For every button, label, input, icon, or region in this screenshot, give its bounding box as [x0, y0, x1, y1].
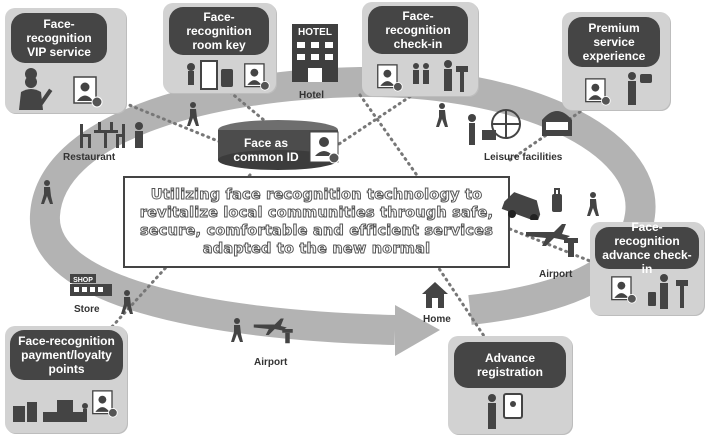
- face-scan-icon: [73, 76, 103, 108]
- mission-statement-banner: Utilizing face recognition technology to…: [123, 176, 510, 268]
- leisure-facilities-icon: [468, 109, 572, 145]
- hotel-sign: HOTEL: [298, 27, 332, 38]
- place-airport-bottom: Airport: [254, 357, 288, 368]
- walking-person-icon: [587, 192, 599, 216]
- banner-line1: Utilizing face recognition technology to: [150, 187, 483, 204]
- checkin-line2: recognition: [385, 23, 451, 37]
- hub-label: Face as common ID: [216, 136, 316, 164]
- payment-line2: payment/loyalty: [21, 348, 112, 362]
- registration-line1: Advance: [484, 351, 535, 365]
- banner-line4: adapted to the new normal: [202, 241, 431, 258]
- hub-label-line1: Face as: [243, 136, 289, 150]
- face-scan-icon: [92, 390, 118, 418]
- shop-sign: SHOP: [73, 277, 93, 284]
- face-scan-icon: [585, 78, 611, 106]
- banner-line2: revitalize local communities through saf…: [139, 205, 494, 222]
- vip-line1: Face-: [43, 17, 75, 31]
- vip-line3: VIP service: [27, 45, 91, 59]
- advance-checkin-line2: advance check-: [602, 248, 692, 262]
- premium-line3: experience: [582, 49, 646, 63]
- registration-line2: registration: [476, 365, 543, 379]
- walking-person-icon: [121, 290, 133, 314]
- hotel-building-icon: HOTEL: [292, 24, 338, 82]
- face-scan-icon: [611, 276, 637, 304]
- place-store: Store: [74, 304, 100, 315]
- place-leisure-facilities: Leisure facilities: [484, 152, 563, 163]
- car-icon: [501, 192, 541, 220]
- face-id-database-icon: [218, 120, 340, 170]
- door-access-icon: [187, 60, 233, 90]
- luggage-icon: [552, 188, 562, 212]
- place-restaurant: Restaurant: [63, 152, 116, 163]
- walking-person-icon: [436, 103, 448, 127]
- place-home: Home: [423, 314, 451, 325]
- photo-guest-icon: [628, 72, 652, 105]
- banner-line3: secure, comfortable and efficient servic…: [139, 223, 494, 240]
- face-scan-icon: [377, 64, 403, 92]
- airplane-tower-icon: [253, 318, 293, 344]
- advance-checkin-line1: Face-recognition: [614, 220, 680, 248]
- premium-line1: Premium: [588, 21, 640, 35]
- place-airport-right: Airport: [539, 269, 573, 280]
- room-key-line2: recognition: [186, 24, 252, 38]
- place-hotel: Hotel: [299, 90, 324, 101]
- walking-person-icon: [41, 180, 53, 204]
- checkin-line1: Face-: [402, 9, 434, 23]
- room-key-line3: room key: [192, 38, 246, 52]
- vip-line2: recognition: [26, 31, 92, 45]
- walking-person-icon: [187, 102, 199, 126]
- home-icon: [422, 282, 448, 308]
- payment-line1: Face-recognition: [18, 334, 115, 348]
- guests-queue-icon: [413, 60, 468, 92]
- traveler-kiosk-icon: [648, 274, 688, 309]
- store-building-icon: SHOP: [70, 274, 112, 296]
- chef-icon: [19, 68, 53, 110]
- room-key-line1: Face-: [203, 10, 235, 24]
- smartphone-user-icon: [488, 393, 523, 429]
- face-scan-icon: [244, 63, 270, 91]
- checkin-line3: check-in: [393, 37, 443, 51]
- restaurant-table-icon: [80, 122, 143, 148]
- hub-label-line2: common ID: [233, 150, 299, 164]
- shopping-register-icon: [13, 400, 88, 422]
- premium-line2: service: [593, 35, 635, 49]
- walking-person-icon: [231, 318, 243, 342]
- advance-checkin-line3: in: [641, 262, 653, 276]
- payment-line3: points: [48, 362, 85, 376]
- airplane-tower-icon: [526, 224, 578, 257]
